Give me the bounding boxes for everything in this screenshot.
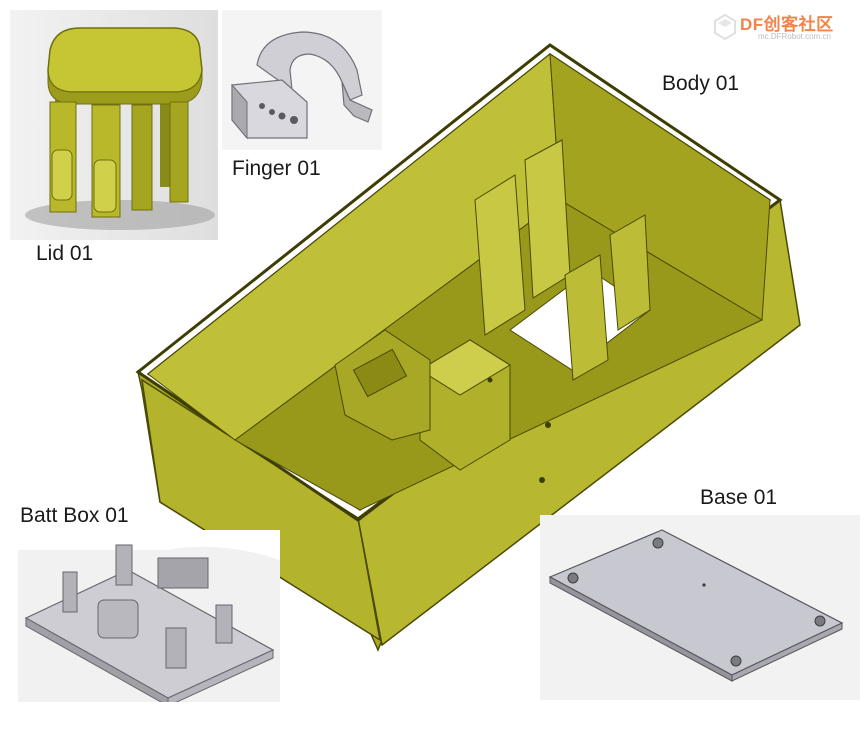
base-01-model (540, 515, 860, 700)
watermark-url: mc.DFRobot.com.cn (758, 32, 831, 41)
body-01-model (135, 43, 801, 652)
finger-01-model (222, 10, 382, 150)
watermark-brand: DF创客社区 (740, 15, 834, 34)
dfrobot-watermark: DF创客社区 mc.DFRobot.com.cn (706, 8, 862, 46)
lid-01-model (10, 10, 218, 240)
body-01-label: Body 01 (662, 72, 740, 95)
batt-box-01-model (18, 530, 280, 702)
lid-01-label: Lid 01 (36, 242, 94, 265)
dfrobot-logo-icon (714, 13, 736, 41)
batt-box-01-label: Batt Box 01 (20, 504, 129, 527)
base-01-label: Base 01 (700, 486, 778, 509)
finger-01-label: Finger 01 (232, 157, 321, 180)
